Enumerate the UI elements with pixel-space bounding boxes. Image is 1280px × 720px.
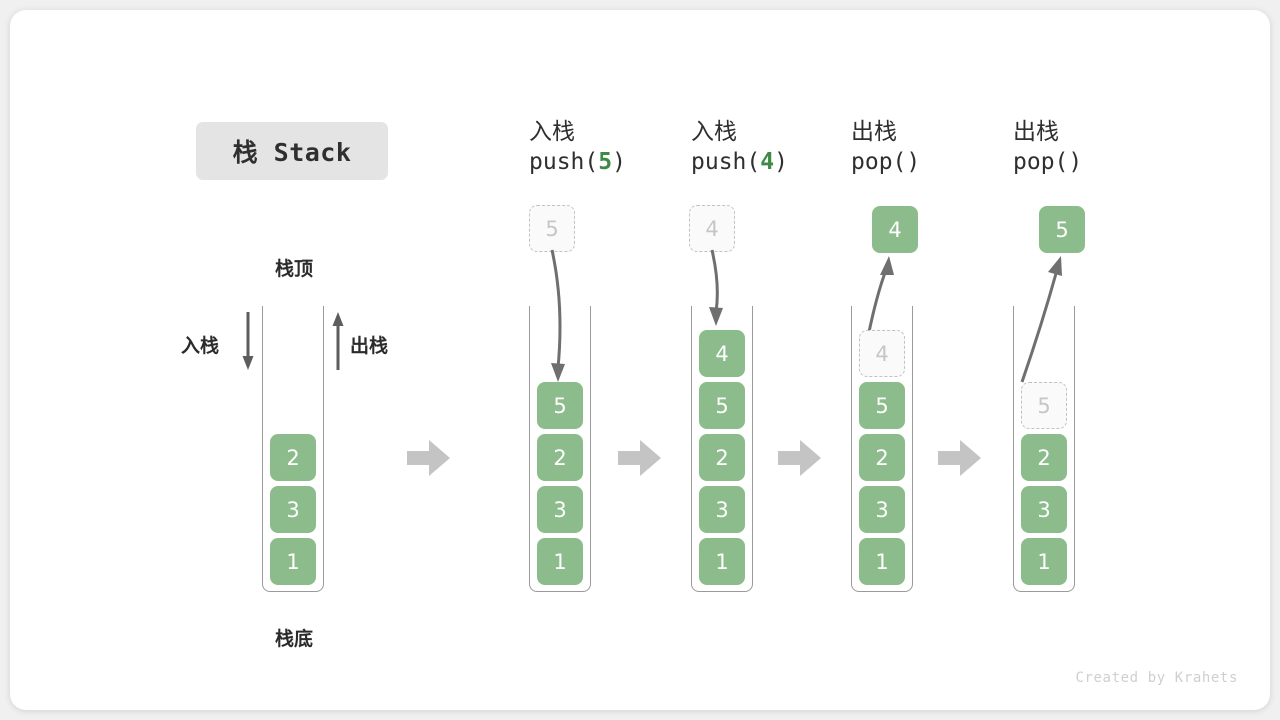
stack-element: 1	[859, 538, 905, 585]
code-prefix: push(	[529, 148, 599, 175]
flow-arrow-icon	[778, 440, 821, 476]
push-motion-arrow	[709, 249, 723, 326]
column-heading-pop-4: 出栈 pop()	[851, 118, 1021, 178]
push-side-label: 入栈	[181, 335, 220, 357]
stack-element: 3	[699, 486, 745, 533]
stack-element: 1	[699, 538, 745, 585]
stack-container-pop-5	[1013, 306, 1075, 592]
stack-element: 1	[537, 538, 583, 585]
code-suffix: )	[1068, 148, 1083, 175]
vacated-slot-ghost: 4	[859, 330, 905, 377]
stack-element: 2	[270, 434, 316, 481]
credit-text: Created by Krahets	[1075, 670, 1238, 686]
pop-direction-arrow	[332, 312, 344, 370]
stack-element: 3	[270, 486, 316, 533]
stack-element: 1	[270, 538, 316, 585]
flow-arrow-icon	[407, 440, 450, 476]
push-motion-arrow	[550, 249, 565, 382]
stack-element: 2	[699, 434, 745, 481]
incoming-element-ghost: 5	[529, 205, 575, 252]
flow-arrow-icon	[618, 440, 661, 476]
stack-top-label: 栈顶	[274, 258, 313, 280]
column-heading-pop-5: 出栈 pop()	[1013, 118, 1183, 178]
column-heading-push-5: 入栈 push(5)	[529, 118, 699, 178]
code-suffix: )	[774, 148, 788, 175]
stack-container-initial	[262, 306, 324, 592]
heading-cn: 出栈	[1013, 119, 1059, 145]
flow-arrow-icon	[938, 440, 981, 476]
stack-container-push-5	[529, 306, 591, 592]
incoming-element-ghost: 4	[689, 205, 735, 252]
stack-element: 4	[699, 330, 745, 377]
heading-code: push(5)	[529, 148, 699, 178]
stack-element: 5	[859, 382, 905, 429]
stack-element: 2	[859, 434, 905, 481]
stack-element: 2	[1021, 434, 1067, 481]
vacated-slot-ghost: 5	[1021, 382, 1067, 429]
stack-element: 1	[1021, 538, 1067, 585]
stack-container-pop-4	[851, 306, 913, 592]
code-prefix: pop(	[851, 148, 907, 175]
heading-code: pop()	[1013, 148, 1183, 178]
diagram-title-chip: 栈 Stack	[196, 122, 388, 180]
code-prefix: push(	[691, 148, 761, 175]
stack-element: 5	[699, 382, 745, 429]
pop-motion-arrow	[867, 256, 894, 333]
stack-bottom-label: 栈底	[274, 628, 313, 650]
code-value: 4	[760, 148, 775, 175]
diagram-card: 栈 Stack 栈顶 入栈 出栈 2 3 1 栈底 入栈 push(5) 5 5…	[10, 10, 1270, 710]
stack-element: 2	[537, 434, 583, 481]
popped-element: 4	[872, 206, 918, 253]
stack-element: 3	[1021, 486, 1067, 533]
stack-element: 3	[859, 486, 905, 533]
stack-element: 5	[537, 382, 583, 429]
code-suffix: )	[612, 148, 626, 175]
heading-cn: 入栈	[529, 119, 575, 145]
column-heading-push-4: 入栈 push(4)	[691, 118, 861, 178]
heading-code: push(4)	[691, 148, 861, 178]
popped-element: 5	[1039, 206, 1085, 253]
pop-side-label: 出栈	[350, 335, 389, 357]
code-value: 5	[598, 148, 613, 175]
pop-motion-arrow	[1020, 256, 1062, 383]
code-suffix: )	[906, 148, 921, 175]
heading-cn: 入栈	[691, 119, 737, 145]
code-prefix: pop(	[1013, 148, 1069, 175]
heading-code: pop()	[851, 148, 1021, 178]
push-direction-arrow	[242, 312, 254, 370]
stack-element: 3	[537, 486, 583, 533]
stack-container-push-4	[691, 306, 753, 592]
heading-cn: 出栈	[851, 119, 897, 145]
